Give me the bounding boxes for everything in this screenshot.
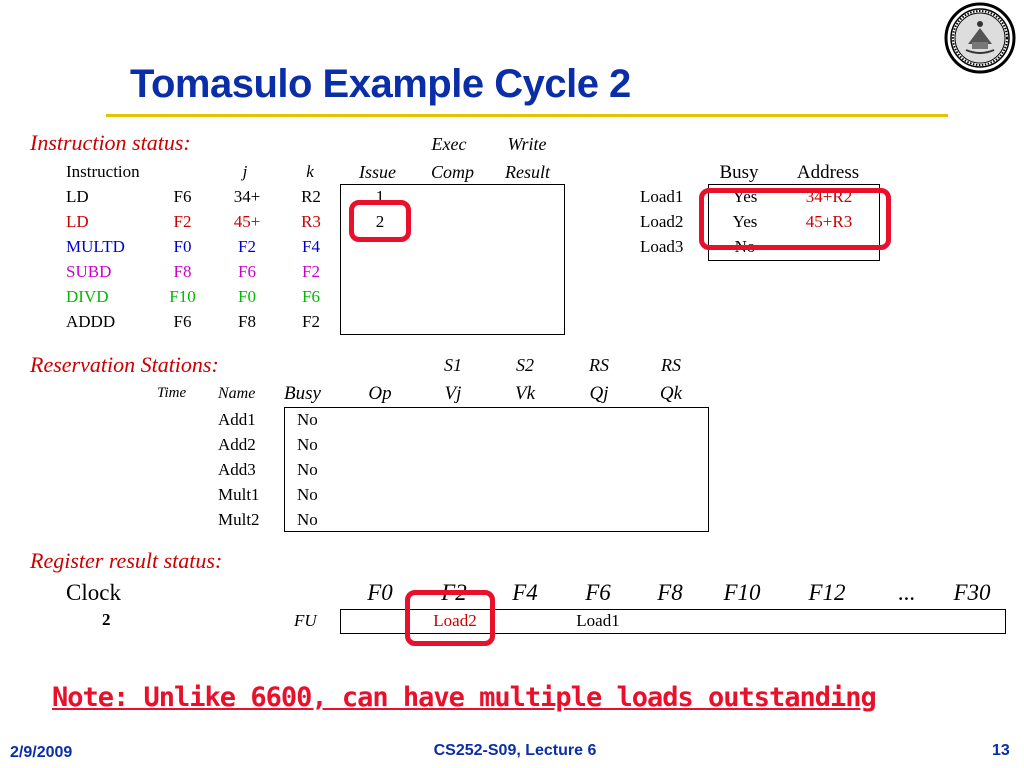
reservation-busy: No	[297, 410, 318, 429]
load-buffer-name: Load1	[640, 187, 684, 206]
register-header: F30	[953, 580, 991, 605]
reservation-name: Mult2	[218, 510, 260, 529]
register-header: F8	[657, 580, 683, 605]
comp-column-header: Comp	[430, 162, 474, 182]
instruction-k: F6	[238, 262, 256, 281]
clock-value: 2	[102, 610, 111, 629]
instruction-status-heading: Instruction status:	[30, 130, 191, 155]
register-highlight-box	[405, 590, 495, 646]
reservation-name: Add2	[218, 435, 256, 454]
footer-date: 2/9/2009	[10, 744, 73, 761]
instruction-op: LD	[66, 212, 89, 231]
k-column-header: k	[306, 162, 314, 181]
s1-header: S1	[444, 355, 462, 375]
instruction-reg: R2	[301, 187, 321, 206]
instruction-issue: 2	[375, 212, 385, 231]
instruction-k: F8	[238, 312, 256, 331]
instruction-op: SUBD	[66, 262, 112, 281]
result-column-header: Result	[505, 162, 550, 182]
register-fu-box	[340, 609, 1006, 634]
issue-highlight-box	[349, 200, 411, 242]
load-buffer-address: 45+R3	[805, 212, 853, 231]
instruction-reg: F2	[302, 262, 320, 281]
j-column-header: j	[242, 162, 248, 181]
reservation-name: Mult1	[218, 485, 260, 504]
register-header: ...	[898, 580, 916, 605]
note-text: Note: Unlike 6600, can have multiple loa…	[52, 682, 877, 713]
fu-label: FU	[294, 611, 317, 630]
instruction-k: 45+	[233, 212, 261, 231]
instruction-k: F0	[238, 287, 256, 306]
instruction-j: F0	[173, 237, 192, 256]
exec-header: Exec	[431, 134, 467, 154]
instruction-reg: R3	[301, 212, 321, 231]
vj-column-header: Vj	[444, 383, 462, 404]
instruction-reg: F2	[302, 312, 320, 331]
reservation-busy: No	[297, 485, 318, 504]
issue-column-header: Issue	[359, 162, 396, 182]
slide-title: Tomasulo Example Cycle 2	[130, 62, 631, 106]
qk-column-header: Qk	[659, 383, 683, 404]
op-column-header: Op	[368, 383, 392, 404]
instruction-issue: 1	[375, 187, 385, 206]
write-header: Write	[507, 134, 547, 154]
reservation-station-box	[284, 407, 709, 532]
clock-label: Clock	[66, 580, 121, 605]
load-buffer-name: Load3	[640, 237, 684, 256]
instruction-j: F8	[173, 262, 192, 281]
instruction-op: MULTD	[66, 237, 125, 256]
reservation-busy: No	[297, 460, 318, 479]
register-result-heading: Register result status:	[30, 548, 223, 573]
footer-page-number: 13	[992, 742, 1010, 759]
address-column-header: Address	[796, 162, 860, 183]
register-header: F0	[367, 580, 393, 605]
vk-column-header: Vk	[514, 383, 536, 404]
s2-header: S2	[516, 355, 534, 375]
rs-qj-header: RS	[589, 355, 609, 375]
instruction-j: F6	[173, 312, 192, 331]
busy-rs-column-header: Busy	[284, 383, 321, 404]
instruction-status-box	[340, 184, 565, 335]
instruction-op: LD	[66, 187, 89, 206]
register-header: F12	[808, 580, 846, 605]
load-buffer-name: Load2	[640, 212, 684, 231]
instruction-op: DIVD	[66, 287, 109, 306]
reservation-busy: No	[297, 510, 318, 529]
load-buffer-busy: Yes	[732, 212, 758, 231]
instruction-j: F6	[173, 187, 192, 206]
register-fu-value: Load2	[433, 611, 477, 630]
load-buffer-highlight-box	[699, 188, 891, 250]
reservation-busy: No	[297, 435, 318, 454]
instruction-op: ADDD	[66, 312, 116, 331]
name-column-header: Name	[218, 385, 256, 402]
instruction-j: F10	[169, 287, 196, 306]
register-header: F4	[512, 580, 538, 605]
register-header: F10	[723, 580, 761, 605]
instruction-j: F2	[173, 212, 192, 231]
reservation-name: Add1	[218, 410, 256, 429]
reservation-name: Add3	[218, 460, 256, 479]
instruction-k: F2	[238, 237, 256, 256]
instruction-reg: F6	[302, 287, 320, 306]
title-underline	[106, 114, 948, 117]
rs-qk-header: RS	[661, 355, 681, 375]
load-buffer-box	[708, 184, 880, 261]
register-header: F6	[585, 580, 611, 605]
instruction-k: 34+	[233, 187, 261, 206]
instruction-column-header: Instruction	[66, 162, 140, 181]
busy-column-header: Busy	[719, 162, 759, 183]
qj-column-header: Qj	[589, 383, 609, 404]
reservation-stations-heading: Reservation Stations:	[30, 352, 219, 377]
time-column-header: Time	[157, 385, 187, 401]
instruction-reg: F4	[302, 237, 320, 256]
university-seal-logo	[944, 2, 1016, 74]
register-fu-value: Load1	[576, 611, 620, 630]
footer-course: CS252-S09, Lecture 6	[433, 742, 597, 759]
